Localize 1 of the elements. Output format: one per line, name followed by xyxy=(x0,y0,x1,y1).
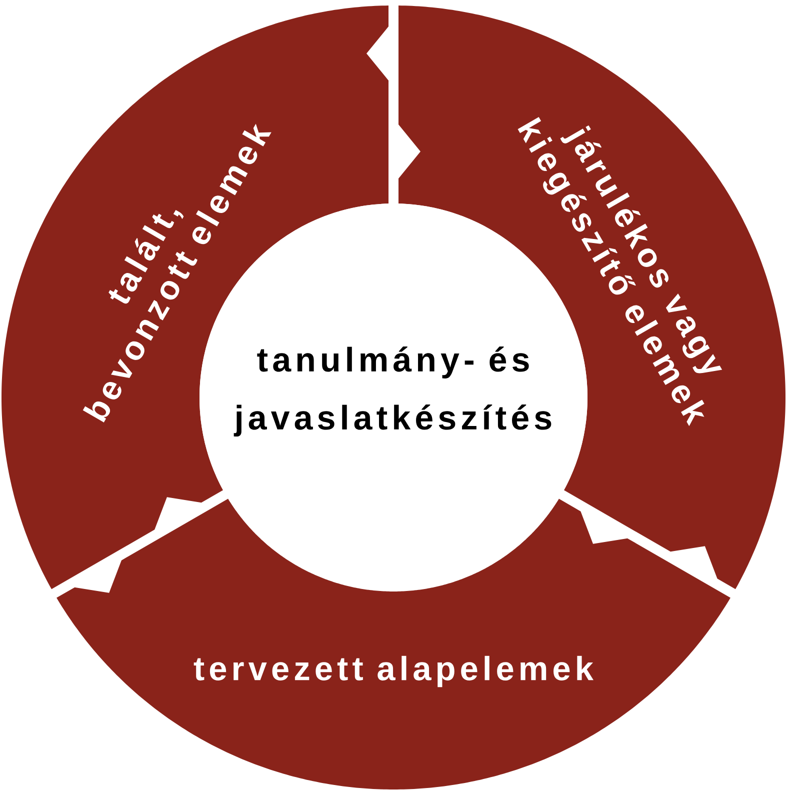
ring-segment: tervezett alapelemek xyxy=(56,498,730,790)
